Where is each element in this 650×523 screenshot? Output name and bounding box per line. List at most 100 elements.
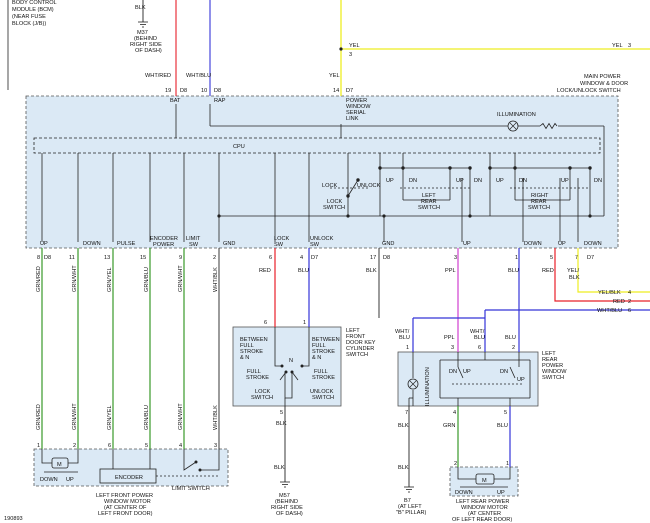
- lrm-title-4: OF LEFT REAR DOOR): [452, 517, 512, 523]
- term-serial-3: SERIAL: [346, 110, 366, 116]
- term-down-3: DOWN: [584, 241, 602, 247]
- term-serial-1: POWER: [346, 98, 367, 104]
- lr-sw-title-3: POWER: [542, 363, 563, 369]
- key-lock-sw-2: SWITCH: [251, 395, 273, 401]
- lr-sw-title-1: LEFT: [542, 351, 556, 357]
- m57-4: OF DASH): [276, 511, 303, 517]
- lr-sw-pin-1: 1: [406, 345, 409, 351]
- lr-sw-dn-1: DN: [449, 369, 457, 375]
- pin-7: 7: [575, 255, 578, 261]
- lfm-p-2: 2: [73, 443, 76, 449]
- lf-motor-dots: [194, 460, 202, 472]
- wc-grn-blu: GRN/BLU: [144, 267, 150, 292]
- rr-up-label: UP: [496, 178, 504, 184]
- lrm-title-2: WINDOW MOTOR: [461, 505, 508, 511]
- term-lock-sw-1: LOCK: [274, 236, 290, 242]
- lf-motor-internals: [41, 449, 220, 484]
- lr-sw-pin-5: 5: [504, 410, 507, 416]
- lr-sw-up-1: UP: [463, 369, 471, 375]
- m37-top-3: RIGHT SIDE: [130, 42, 162, 48]
- wc-grn-yel: GRN/YEL: [107, 267, 113, 292]
- key-between-l-2: FULL: [240, 343, 254, 349]
- bcm-line-1: BODY CONTROL: [12, 0, 57, 6]
- lfm-c-1: GRN/RED: [36, 404, 42, 430]
- main-switch-title-3: LOCK/UNLOCK SWITCH: [557, 88, 621, 94]
- lock-switch-1: LOCK: [327, 199, 343, 205]
- term-unlock-sw-1: UNLOCK: [310, 236, 334, 242]
- key-between-l-4: & N: [240, 355, 249, 361]
- main-bottom-terminals: UP DOWN PULSE ENCODER POWER LIMIT SW GND…: [40, 236, 602, 248]
- b7-1: B7: [404, 498, 411, 504]
- wire-color-labels: GRN/RED GRN/WHT GRN/YEL GRN/BLU GRN/WHT …: [36, 265, 580, 292]
- lr-sw-color-blu: BLU: [505, 335, 516, 341]
- conn-d7-b: D7: [587, 255, 594, 261]
- lr-sw-color-wht-1: WHT/: [395, 329, 410, 335]
- pin-4: 4: [300, 255, 303, 261]
- lrm-down: DOWN: [455, 490, 473, 496]
- key-title-1: LEFT: [346, 328, 360, 334]
- lr-sw-pin-3: 3: [451, 345, 454, 351]
- pin-8: 8: [37, 255, 40, 261]
- lr-illum-lamp: [407, 378, 419, 390]
- out-pin-4: 4: [628, 290, 631, 296]
- term-pulse: PULSE: [117, 241, 136, 247]
- wc-wht-blk: WHT/BLK: [213, 267, 219, 292]
- right-rear-switch-1: RIGHT: [531, 193, 549, 199]
- out-wht-blu: WHT/BLU: [597, 308, 622, 314]
- term-limit-2: SW: [189, 242, 199, 248]
- top-conn-d7: D7: [346, 88, 353, 94]
- lr-sw-blk: BLK: [398, 423, 409, 429]
- conn-d8-2: D8: [383, 255, 390, 261]
- key-full-l-2: STROKE: [246, 375, 269, 381]
- term-bat: BAT: [170, 98, 181, 104]
- lrm-title-1: LEFT REAR POWER: [456, 499, 509, 505]
- pin-2: 2: [213, 255, 216, 261]
- lr-sw-pin-6: 6: [478, 345, 481, 351]
- lr-dn2-label: DN: [474, 178, 482, 184]
- key-between-l-1: BETWEEN: [240, 337, 268, 343]
- lfm-down: DOWN: [40, 477, 58, 483]
- lr-switch-internals: [408, 352, 531, 406]
- lf-motor-top-pins: 1 2 6 5 4 3: [37, 443, 217, 449]
- yel-right-label: YEL: [612, 43, 623, 49]
- internal-contacts: [217, 166, 592, 218]
- rr-dn2-label: DN: [594, 178, 602, 184]
- term-down-1: DOWN: [83, 241, 101, 247]
- lfm-c-5: GRN/WHT: [178, 403, 184, 430]
- key-between-r-4: & N: [312, 355, 321, 361]
- lr-sw-up-2: UP: [517, 377, 525, 383]
- illumination-lamp: [507, 120, 519, 132]
- term-up-3: UP: [558, 241, 566, 247]
- term-rap: RAP: [214, 98, 226, 104]
- wc-yel-blk-1: YEL/: [567, 268, 580, 274]
- wc-red: RED: [259, 268, 271, 274]
- lfm-title-4: LEFT FRONT DOOR): [98, 511, 153, 517]
- bcm-line-4: BLOCK (J/B)): [12, 21, 46, 27]
- key-n: N: [289, 358, 293, 364]
- top-conn-d8b: D8: [214, 88, 221, 94]
- lfm-c-3: GRN/YEL: [107, 405, 113, 430]
- conn-d7-a: D7: [311, 255, 318, 261]
- lrm-title-3: (AT CENTER: [468, 511, 501, 517]
- lfm-p-5: 5: [145, 443, 148, 449]
- bcm-line-2: MODULE (BCM): [12, 7, 54, 13]
- lfm-encoder: ENCODER: [115, 475, 143, 481]
- key-bottom-blk: BLK: [276, 421, 287, 427]
- term-limit-1: LIMIT: [186, 236, 201, 242]
- lfm-title-3: (AT CENTER OF: [104, 505, 147, 511]
- lr-sw-title-5: SWITCH: [542, 375, 564, 381]
- lr-sw-dn-2: DN: [500, 369, 508, 375]
- lfm-title-1: LEFT FRONT POWER: [96, 493, 153, 499]
- pin-13: 13: [104, 255, 110, 261]
- key-cylinder-dots: [280, 364, 304, 374]
- lr-sw-pin-7: 7: [405, 410, 408, 416]
- lr-sw-pin-2: 2: [512, 345, 515, 351]
- top-pin-19: 19: [165, 88, 171, 94]
- right-rear-switch-3: SWITCH: [528, 205, 550, 211]
- key-pin-6: 6: [264, 320, 267, 326]
- key-title-5: SWITCH: [346, 352, 368, 358]
- lower-wires: [41, 248, 650, 487]
- figure-id: 190893: [4, 516, 23, 522]
- lock-label: LOCK: [322, 183, 338, 189]
